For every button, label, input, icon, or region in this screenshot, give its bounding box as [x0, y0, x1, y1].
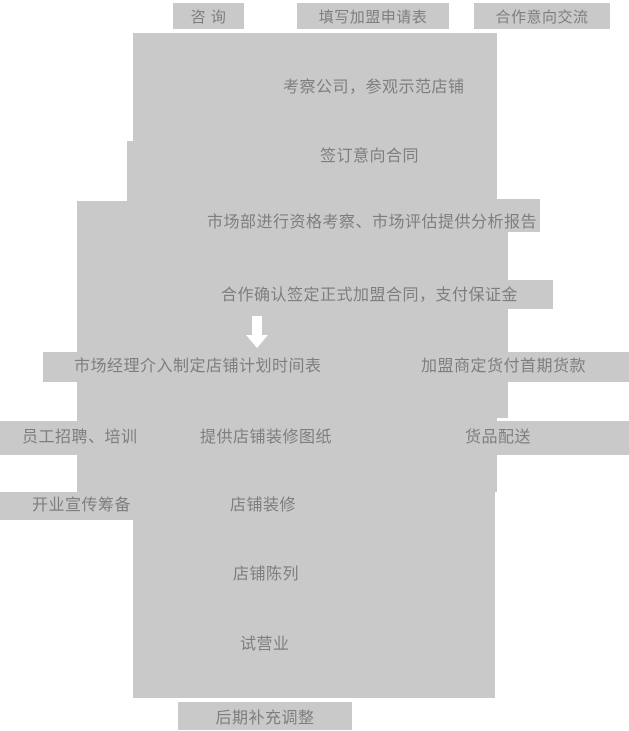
- store-display-label: 店铺陈列: [233, 566, 300, 583]
- formal-contract-box: [205, 280, 553, 309]
- box-consult: 咨 询: [173, 3, 244, 29]
- opening-publicity-label: 开业宣传筹备: [32, 497, 132, 514]
- goods-delivery-label: 货品配送: [465, 429, 532, 446]
- inspect-company-label: 考察公司，参观示范店铺: [283, 79, 465, 96]
- bg-block-second: [127, 141, 497, 201]
- market-evaluation-label: 市场部进行资格考察、市场评估提供分析报告: [207, 214, 538, 231]
- first-goods-payment-label: 加盟商定货付首期货款: [421, 358, 587, 375]
- opening-publicity-box: [0, 492, 140, 520]
- decoration-blueprint-label: 提供店铺装修图纸: [200, 429, 333, 446]
- down-arrow-head: [246, 335, 268, 348]
- down-arrow-stem: [252, 316, 262, 335]
- bg-block-bottom: [133, 492, 495, 698]
- store-plan-schedule-label: 市场经理介入制定店铺计划时间表: [74, 358, 322, 375]
- formal-contract-label: 合作确认签定正式加盟合同，支付保证金: [221, 287, 519, 304]
- intent-exchange-label: 合作意向交流: [495, 8, 589, 26]
- box-intent-exchange: 合作意向交流: [474, 3, 610, 29]
- bg-block-top: [133, 33, 497, 141]
- recruit-delivery-band: [0, 421, 629, 455]
- staff-recruit-training-label: 员工招聘、培训: [22, 429, 138, 446]
- application-form-label: 填写加盟申请表: [318, 8, 428, 26]
- trial-operation-label: 试营业: [240, 636, 290, 653]
- down-arrow-icon: [246, 316, 268, 348]
- schedule-payment-band: [43, 352, 629, 382]
- bg-block-wide: [77, 201, 508, 418]
- consult-label: 咨 询: [190, 8, 227, 26]
- market-evaluation-box: [190, 199, 540, 232]
- box-application-form: 填写加盟申请表: [297, 3, 449, 29]
- later-adjustment-label: 后期补充调整: [215, 710, 315, 727]
- sign-intent-label: 签订意向合同: [320, 148, 420, 165]
- store-decoration-label: 店铺装修: [230, 497, 297, 514]
- box-later-adjustment: 后期补充调整: [178, 702, 352, 730]
